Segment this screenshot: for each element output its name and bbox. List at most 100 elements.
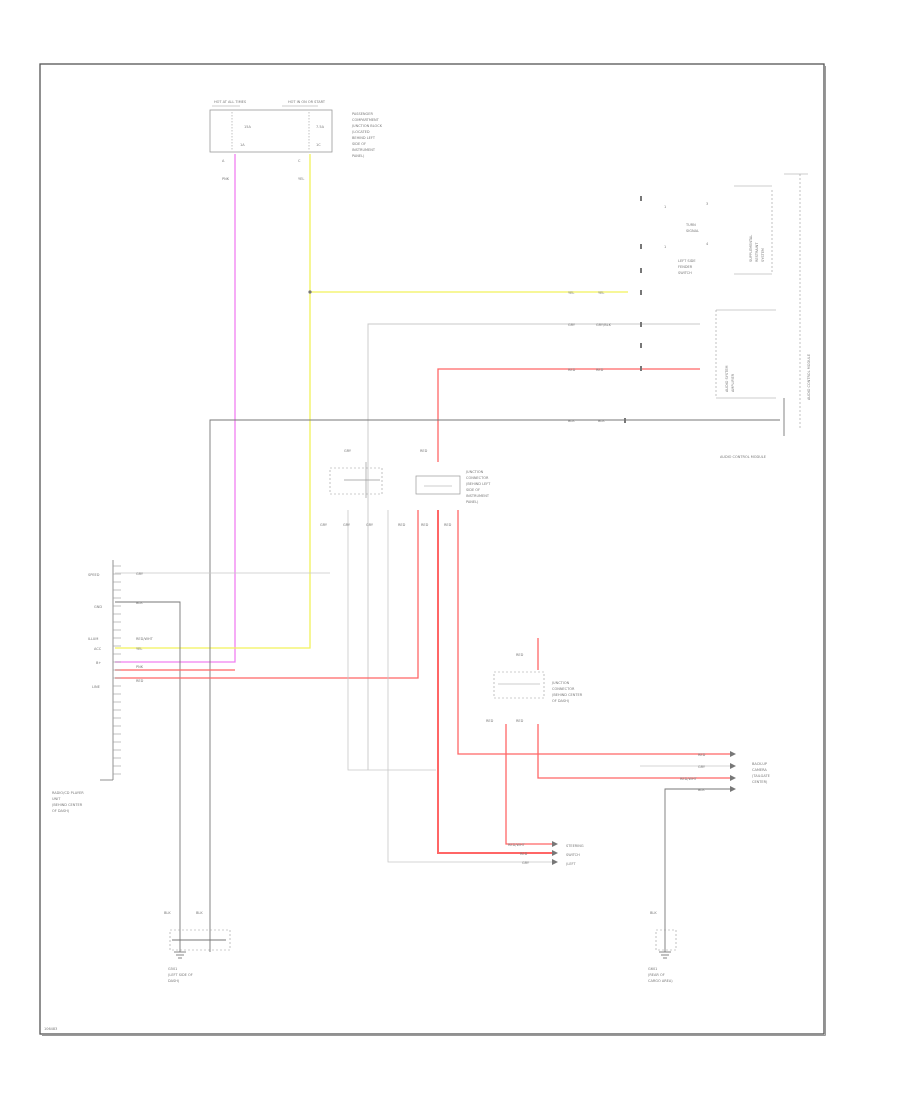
radio-wire-blk: BLK bbox=[136, 601, 143, 605]
antenna-wire-1: RED bbox=[698, 753, 706, 757]
wire-gray-switch-a bbox=[347, 510, 436, 771]
ground-left-wire-2: BLK bbox=[196, 911, 203, 915]
antenna-label-2: CAMERA bbox=[752, 768, 767, 772]
illum-label-5: SWITCH bbox=[678, 271, 692, 275]
illum-label-4: FENDER bbox=[678, 265, 693, 269]
wire-yellow-acc bbox=[115, 154, 311, 649]
radio-pin-illum: ILLUM bbox=[88, 637, 98, 641]
junction-center-label-5: INSTRUMENT bbox=[466, 494, 490, 498]
switch-left-bottom-1: GRY bbox=[320, 523, 328, 527]
wire-red-center-a bbox=[437, 510, 552, 854]
steering-switch: RED/WHT RED GRY STEERING SWITCH (LEFT bbox=[508, 841, 584, 866]
ground-left-wire-1: BLK bbox=[164, 911, 171, 915]
right-junction-bottom-2: RED bbox=[516, 719, 524, 723]
dash-gry-2: GRY/BLK bbox=[596, 323, 612, 327]
illum-bracket-1: SUPPLEMENTAL bbox=[749, 235, 753, 262]
right-junction-label-2: CONNECTOR bbox=[552, 687, 575, 691]
backup-camera: RED GRY RED/WHT BLK BACK-UP CAMERA (TAIL… bbox=[680, 751, 770, 792]
radio-wire-redwht: RED/WHT bbox=[136, 637, 154, 641]
right-junction-label-1: JUNCTION bbox=[551, 681, 570, 685]
right-junction-label-3: (BEHIND CENTER bbox=[552, 693, 583, 697]
illum-bracket-3: SYSTEM bbox=[761, 248, 765, 262]
tailgate-label-1: STEERING bbox=[566, 844, 584, 848]
tailgate-label-2: SWITCH bbox=[566, 853, 580, 857]
fuse-left-wire-label: PNK bbox=[222, 177, 230, 181]
fuse-block-label-5: BEHIND LEFT bbox=[352, 136, 376, 140]
fuse-block-label-3: JUNCTION BLOCK bbox=[351, 124, 383, 128]
fuse-right-circuit: 1C bbox=[316, 143, 321, 147]
wire-black-antenna-ground bbox=[664, 788, 730, 932]
dash-red-1: RED bbox=[568, 368, 576, 372]
radio-pin-acc: ACC bbox=[94, 647, 102, 651]
audio-module-vertical: AUDIO CONTROL MODULE bbox=[807, 354, 811, 400]
junction-center: RED JUNCTION CONNECTOR (BEHIND LEFT SIDE… bbox=[398, 449, 491, 527]
wire-gray-switch-b bbox=[387, 510, 552, 863]
ground-right: BLK G601 (REAR OF CARGO AREA) bbox=[648, 911, 677, 983]
wire-red-dash bbox=[437, 368, 700, 462]
ground-left: BLK BLK G501 (LEFT SIDE OF DASH) bbox=[164, 911, 231, 983]
tailgate-wire-3: GRY bbox=[522, 861, 530, 865]
audio-module-caption: AUDIO CONTROL MODULE bbox=[720, 455, 766, 459]
radio-label-2: UNIT bbox=[52, 797, 61, 801]
antenna-wire-4: BLK bbox=[698, 788, 705, 792]
radio-wire-red: RED bbox=[136, 679, 144, 683]
ground-right-label-1: G601 bbox=[648, 967, 657, 971]
switch-left-bottom-3: GRY bbox=[366, 523, 374, 527]
fuse-block-label-6: SIDE OF bbox=[352, 142, 366, 146]
fuse-right-pin: C bbox=[298, 159, 301, 163]
radio-wire-gry: GRY bbox=[136, 572, 144, 576]
right-junction-label-4: OF DASH) bbox=[552, 699, 570, 703]
page-id: 106483 bbox=[44, 1027, 57, 1031]
ground-left-label-3: DASH) bbox=[168, 979, 180, 983]
junction-center-label-3: (BEHIND LEFT bbox=[466, 482, 491, 486]
junction-center-label-1: JUNCTION bbox=[465, 470, 484, 474]
fuse-block-label-1: PASSENGER bbox=[352, 112, 373, 116]
ground-right-label-3: CARGO AREA) bbox=[648, 979, 673, 983]
illum-pin-4: 4 bbox=[706, 242, 709, 246]
amp-label-2: AMPLIFIER bbox=[731, 373, 735, 392]
fuse-right-rating: 7.5A bbox=[316, 125, 325, 129]
radio-label-1: RADIO/CD PLAYER bbox=[52, 791, 84, 795]
fuse-block-label-7: INSTRUMENT bbox=[352, 148, 376, 152]
illum-label-3: LEFT SIDE bbox=[678, 259, 696, 263]
junction-center-bottom-3: RED bbox=[444, 523, 452, 527]
radio-label-4: OF DASH) bbox=[52, 809, 70, 813]
audio-control-module: AUDIO CONTROL MODULE AUDIO CONTROL MODUL… bbox=[720, 173, 811, 459]
right-junction-top: RED bbox=[516, 653, 524, 657]
fuse-block: HOT AT ALL TIMES HOT IN ON OR START 15A … bbox=[209, 100, 383, 181]
junction-center-bottom-2: RED bbox=[421, 523, 429, 527]
dash-pin-markers bbox=[624, 196, 642, 423]
right-junction-bottom-1: RED bbox=[486, 719, 494, 723]
fuse-block-label-2: COMPARTMENT bbox=[352, 118, 380, 122]
right-junction: RED JUNCTION CONNECTOR (BEHIND CENTER OF… bbox=[486, 653, 583, 723]
radio-wire-pnk: PNK bbox=[136, 665, 144, 669]
radio-unit: SPEED GND ILLUM ACC B+ LINE GRY BLK RED/… bbox=[52, 560, 154, 813]
antenna-label-3: (TAILGATE bbox=[752, 774, 770, 778]
fuse-right-wire-label: YEL bbox=[298, 177, 304, 181]
illum-bracket-2: RESTRAINT bbox=[755, 242, 759, 262]
fuse-left-circuit: 1A bbox=[240, 143, 245, 147]
ground-right-wire: BLK bbox=[650, 911, 657, 915]
tailgate-label-3: (LEFT bbox=[566, 862, 576, 866]
wire-black-dash bbox=[209, 419, 780, 932]
antenna-label-1: BACK-UP bbox=[752, 762, 767, 766]
fuse-block-label-4: (LOCATED bbox=[352, 130, 370, 134]
junction-center-label-2: CONNECTOR bbox=[466, 476, 489, 480]
radio-wire-yel: YEL bbox=[136, 647, 142, 651]
fuse-right-header: HOT IN ON OR START bbox=[288, 100, 326, 104]
dash-wire-labels: YEL YEL GRY GRY/BLK RED RED BLK BLK bbox=[568, 291, 612, 423]
junction-center-label-6: PANEL) bbox=[466, 500, 479, 504]
dash-yel-1: YEL bbox=[568, 291, 574, 295]
antenna-wire-2: GRY bbox=[698, 765, 706, 769]
wire-red-center-b bbox=[457, 510, 730, 755]
dash-red-2: RED bbox=[596, 368, 604, 372]
ground-right-label-2: (REAR OF bbox=[648, 973, 665, 977]
switch-left: GRY GRY GRY GRY bbox=[320, 449, 383, 527]
wire-red-radio bbox=[115, 510, 419, 679]
switch-left-bottom-2: GRY bbox=[343, 523, 351, 527]
fuse-left-pin: A bbox=[222, 159, 225, 163]
dash-yel-2: YEL bbox=[598, 291, 604, 295]
wire-black-radio-ground bbox=[115, 601, 181, 932]
illum-pin-3: 1 bbox=[664, 245, 666, 249]
